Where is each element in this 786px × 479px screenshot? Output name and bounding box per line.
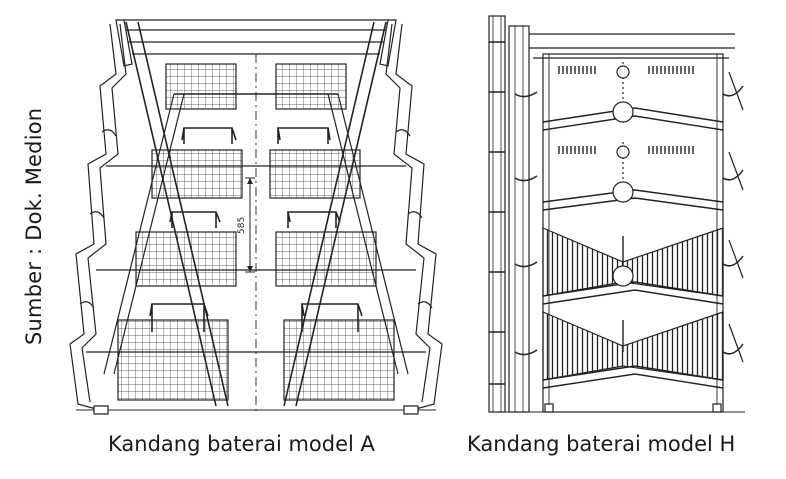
cage-model-h-drawing xyxy=(488,15,745,413)
caption-model-a: Kandang baterai model A xyxy=(108,432,375,456)
dimension-label: 585 xyxy=(237,217,247,234)
figure-model-h xyxy=(485,12,747,416)
source-credit: Sumber : Dok. Medion xyxy=(22,107,46,345)
figure-model-a: 585 xyxy=(66,14,446,416)
cage-model-a-drawing: 585 xyxy=(69,19,443,415)
caption-model-h: Kandang baterai model H xyxy=(467,432,736,456)
